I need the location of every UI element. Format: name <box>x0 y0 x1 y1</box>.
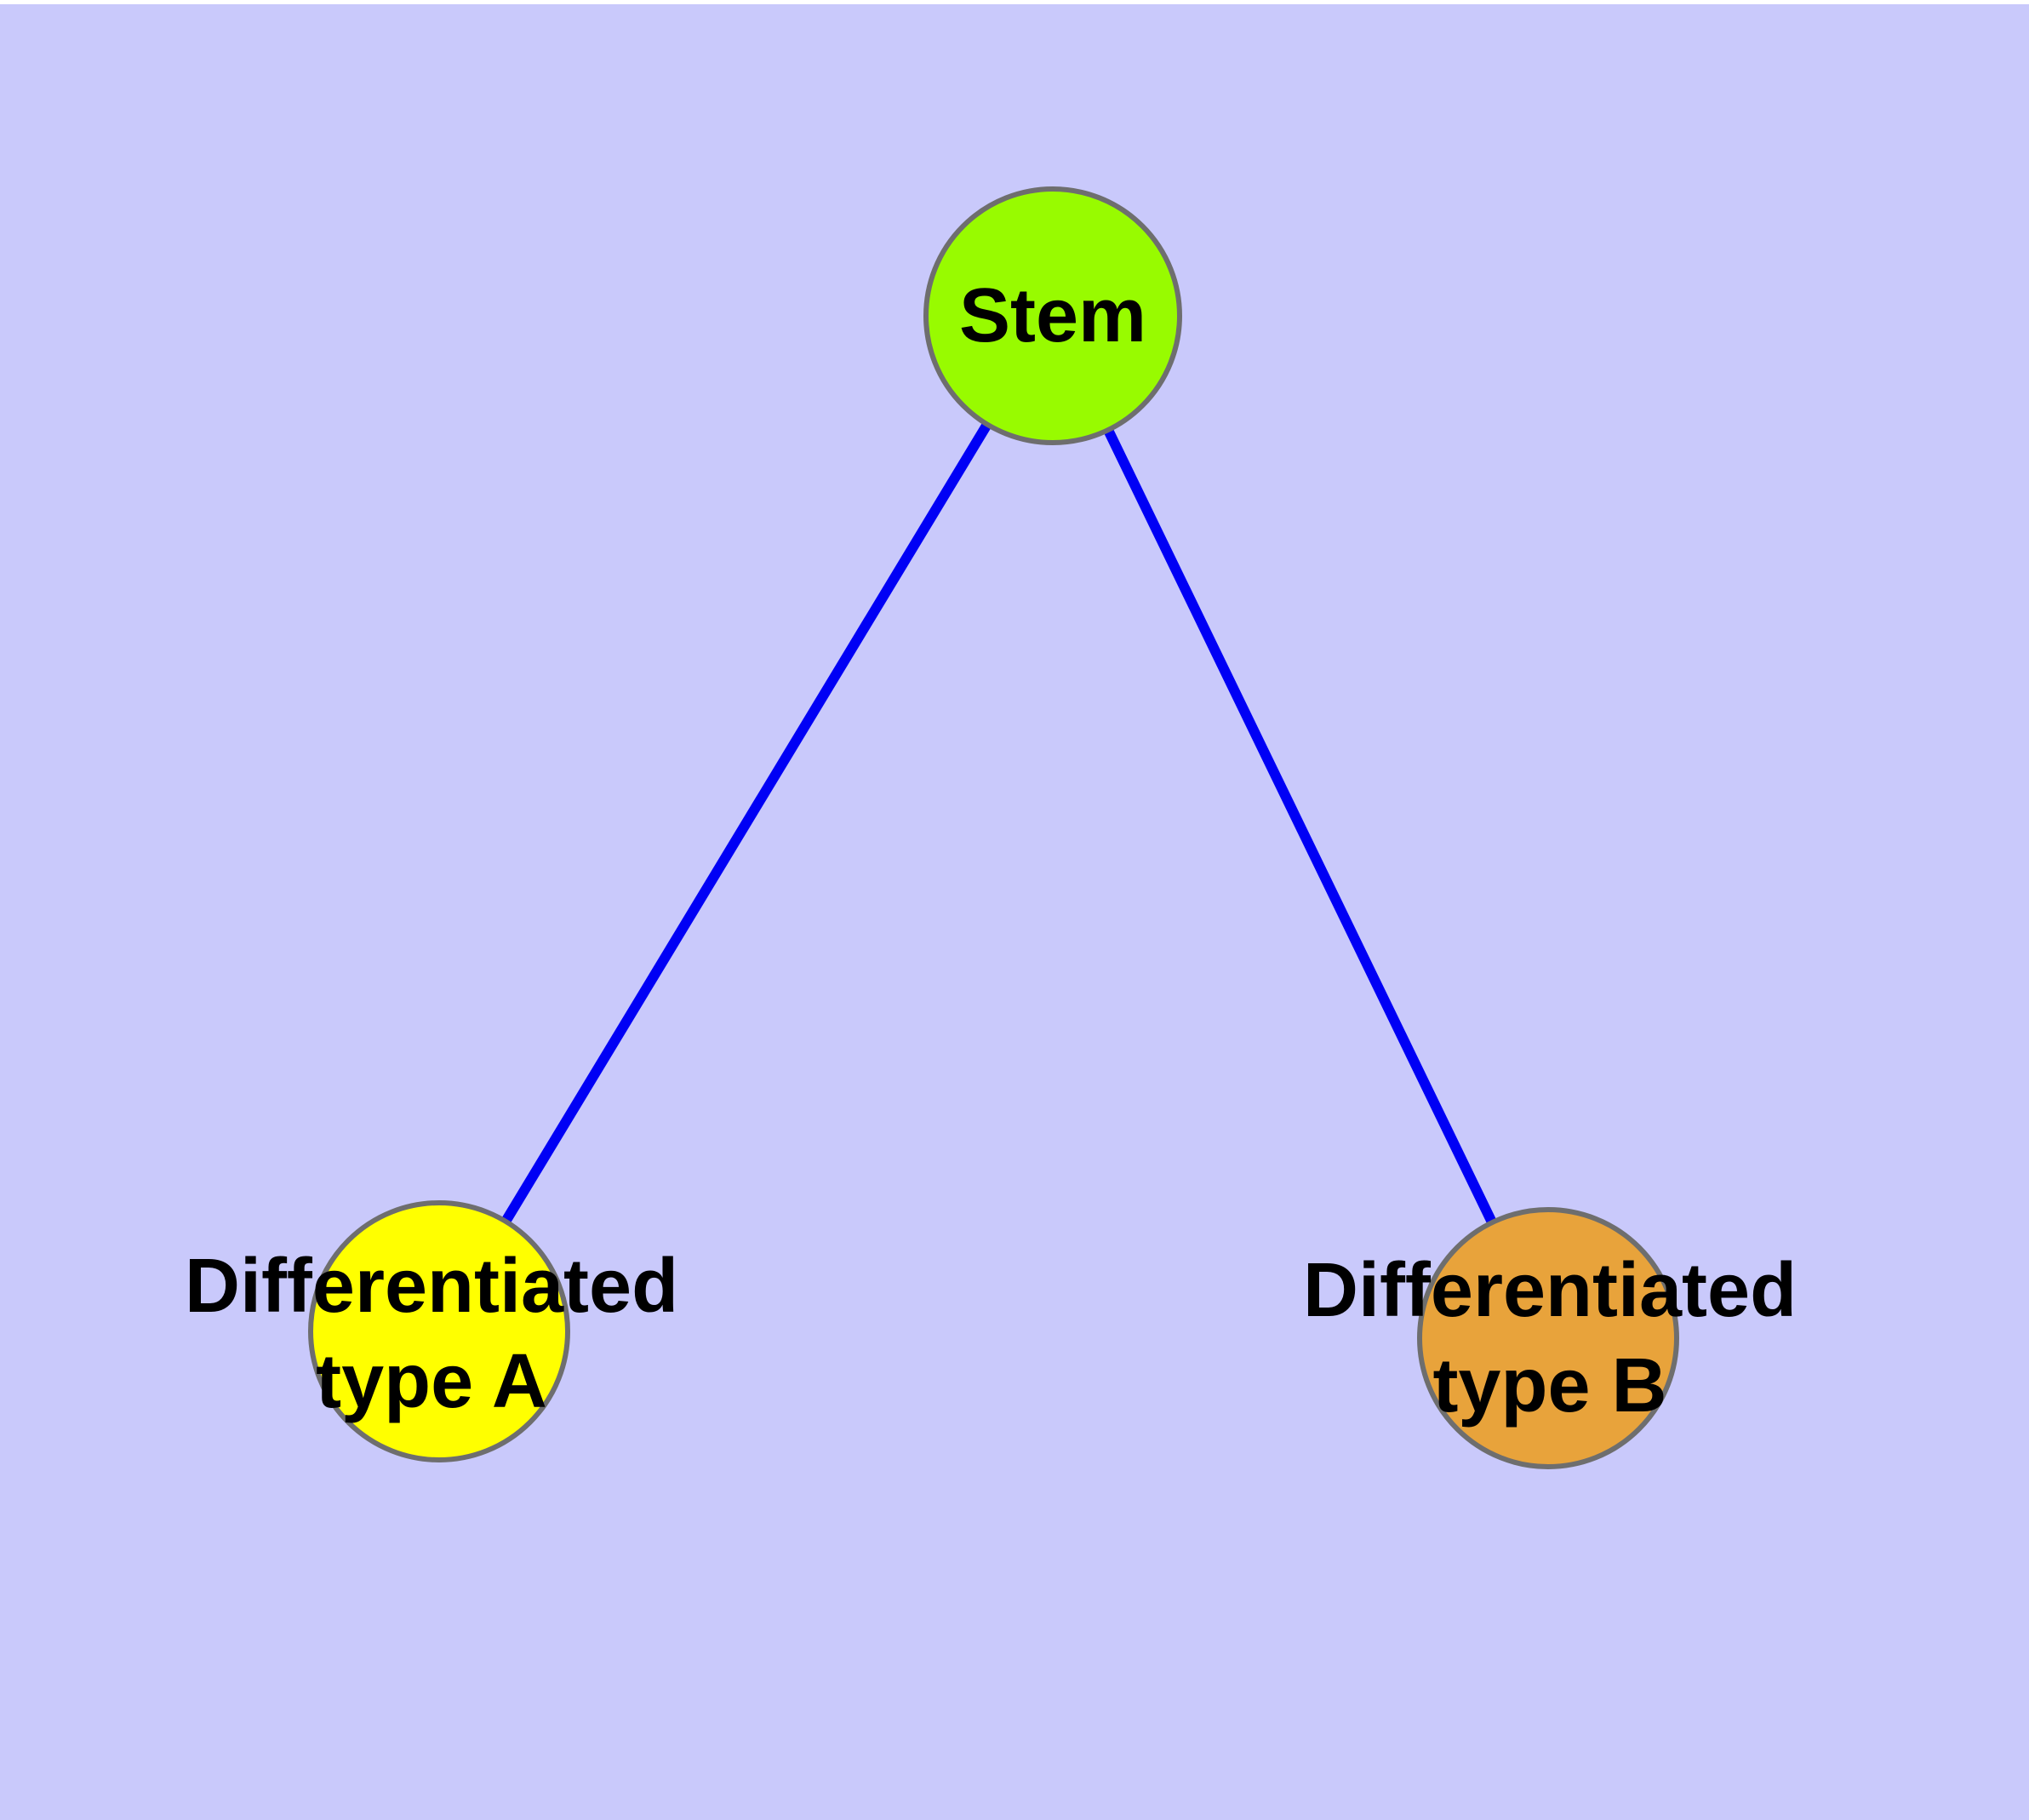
node-label-differentiated-type-a: Differentiated type A <box>184 1244 679 1424</box>
node-stem <box>923 186 1182 445</box>
edge-stem-to-type-b <box>1048 313 1553 1341</box>
node-differentiated-type-a <box>308 1200 570 1462</box>
node-label-differentiated-type-b: Differentiated type B <box>1302 1248 1798 1428</box>
top-edge-strip <box>0 0 2029 4</box>
node-label-stem: Stem <box>958 273 1147 358</box>
node-differentiated-type-b <box>1417 1207 1679 1469</box>
edge-stem-to-type-a <box>434 312 1058 1335</box>
